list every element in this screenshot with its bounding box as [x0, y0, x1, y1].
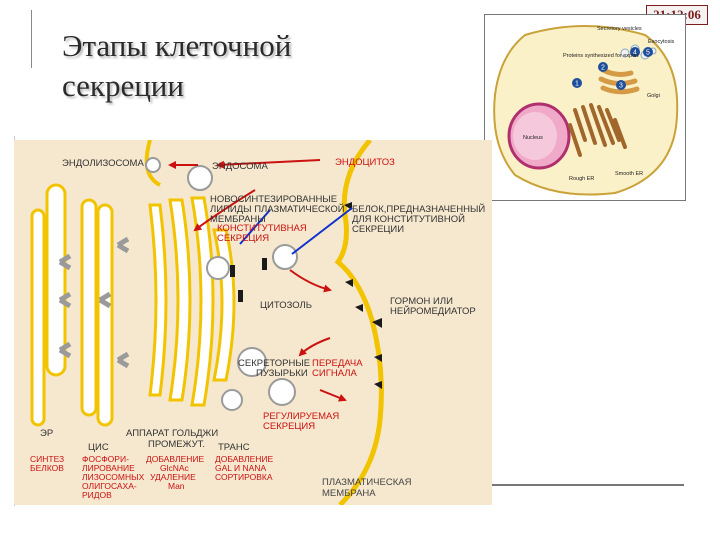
- decorative-vertical-line: [31, 10, 32, 68]
- label-new-lipids-1: НОВОСИНТЕЗИРОВАННЫЕ: [210, 194, 337, 205]
- label-secretory-1: СЕКРЕТОРНЫЕ: [238, 358, 310, 369]
- label-rough-er: Rough ER: [569, 176, 594, 182]
- rough-er-shape: [568, 103, 627, 157]
- cell-illustration: 1 2 3 4 5 Secretory vesicles Exocytosis …: [493, 25, 679, 196]
- slide-title-line-1: Этапы клеточной: [62, 28, 292, 63]
- secretion-diagram: ЭНДОЛИЗОСОМА ЭНДОСОМА ЭНДОЦИТОЗ НОВОСИНТ…: [14, 138, 492, 507]
- label-endolysosome: ЭНДОЛИЗОСОМА: [62, 158, 144, 169]
- secretion-diagram-svg: ЭНДОЛИЗОСОМА ЭНДОСОМА ЭНДОЦИТОЗ НОВОСИНТ…: [30, 138, 485, 507]
- label-secretory-vesicles: Secretory vesicles: [597, 26, 642, 32]
- slide-title-line-2: секреции: [62, 68, 184, 103]
- er-tubes: [30, 183, 114, 427]
- label-trans-1: ДОБАВЛЕНИЕ: [215, 454, 273, 464]
- step-number-1: 1: [575, 81, 579, 88]
- label-med-4: Man: [168, 481, 185, 491]
- label-pm-1: ПЛАЗМАТИЧЕСКАЯ: [322, 477, 412, 488]
- label-protein-for-1: БЕЛОК,ПРЕДНАЗНАЧЕННЫЙ: [352, 203, 485, 215]
- label-regulated-1: РЕГУЛИРУЕМАЯ: [263, 411, 339, 422]
- label-secretory-2: ПУЗЫРЬКИ: [256, 368, 308, 379]
- label-golgi: Golgi: [647, 93, 660, 99]
- label-cis-2: ЛИРОВАНИЕ: [82, 463, 135, 473]
- step-markers: [572, 47, 653, 90]
- label-med-3: УДАЛЕНИЕ: [150, 472, 196, 482]
- label-nucleus: Nucleus: [523, 135, 543, 141]
- label-cis-1: ФОСФОРИ-: [82, 454, 129, 464]
- label-cis: ЦИС: [88, 442, 109, 453]
- receptors: [230, 202, 382, 389]
- label-med-1: ДОБАВЛЕНИЕ: [146, 454, 204, 464]
- label-synth-1: СИНТЕЗ: [30, 454, 64, 464]
- plasma-membrane: [334, 138, 384, 507]
- label-new-lipids-3: МЕМБРАНЫ: [210, 214, 266, 225]
- label-regulated-2: СЕКРЕЦИЯ: [263, 421, 315, 432]
- label-constitutive-2: СЕКРЕЦИЯ: [217, 233, 269, 244]
- label-cytosol: ЦИТОЗОЛЬ: [260, 300, 312, 311]
- label-protein-for-2: ДЛЯ КОНСТИТУТИВНОЙ: [352, 213, 465, 225]
- label-cis-4: ОЛИГОСАХА-: [82, 481, 137, 491]
- vesicle-spikes: [58, 236, 130, 369]
- label-trans-2: GAL И NANA: [215, 463, 266, 473]
- decorative-horizontal-line: [484, 484, 684, 486]
- step-number-3: 3: [619, 83, 623, 90]
- label-hormone-2: НЕЙРОМЕДИАТОР: [390, 305, 476, 317]
- label-protein-for-3: СЕКРЕЦИИ: [352, 224, 404, 235]
- slide-title: Этапы клеточной секреции: [62, 26, 291, 106]
- label-cis-5: РИДОВ: [82, 490, 112, 500]
- label-synth-2: БЕЛКОВ: [30, 463, 64, 473]
- step-number-2: 2: [601, 65, 605, 72]
- nucleus-inner: [513, 112, 557, 160]
- step-number-5: 5: [646, 50, 650, 57]
- label-trans: ТРАНС: [218, 442, 250, 453]
- label-medial: ПРОМЕЖУТ.: [148, 439, 205, 450]
- label-cis-3: ЛИЗОСОМНЫХ: [82, 472, 145, 482]
- label-hormone-1: ГОРМОН ИЛИ: [390, 296, 453, 307]
- label-new-lipids-2: ЛИПИДЫ ПЛАЗМАТИЧЕСКОЙ: [210, 203, 345, 215]
- step-number-4: 4: [633, 50, 637, 57]
- label-smooth-er: Smooth ER: [615, 171, 643, 177]
- transport-arrows: [168, 159, 347, 402]
- cell-illustration-frame: 1 2 3 4 5 Secretory vesicles Exocytosis …: [484, 14, 686, 201]
- label-constitutive-1: КОНСТИТУТИВНАЯ: [217, 223, 307, 234]
- coated-vesicles: [145, 157, 298, 411]
- label-pm-2: МЕМБРАНА: [322, 488, 376, 499]
- label-endosome: ЭНДОСОМА: [212, 161, 268, 172]
- label-endocytosis: ЭНДОЦИТОЗ: [335, 157, 395, 168]
- label-golgi: АППАРАТ ГОЛЬДЖИ: [126, 428, 218, 439]
- label-proteins-synthesized: Proteins synthesized for export: [563, 53, 639, 59]
- pointer-lines: [239, 207, 353, 255]
- label-signal-2: СИГНАЛА: [312, 368, 357, 379]
- label-med-2: GlcNAc: [160, 463, 190, 473]
- label-exocytosis: Exocytosis: [648, 39, 675, 45]
- label-er: ЭР: [40, 428, 53, 439]
- label-signal-1: ПЕРЕДАЧА: [312, 358, 363, 369]
- label-trans-3: СОРТИРОВКА: [215, 472, 273, 482]
